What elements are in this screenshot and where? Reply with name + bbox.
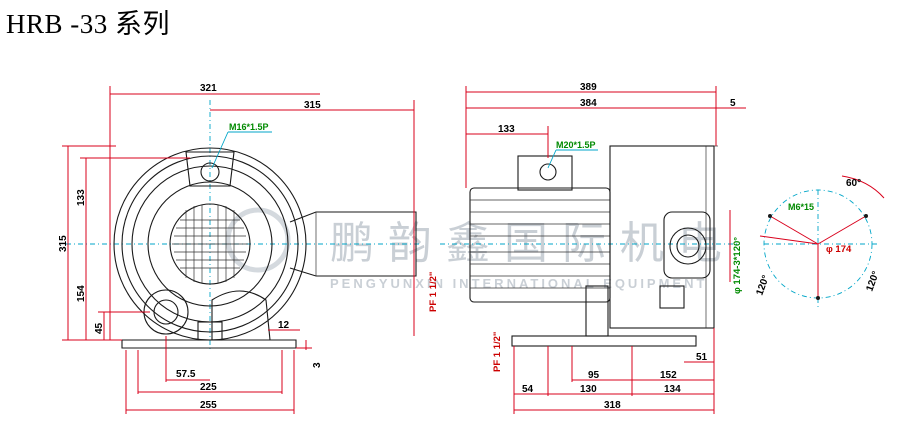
bolt-hole-1 — [768, 214, 772, 218]
dim-134: 134 — [664, 384, 681, 395]
side-support — [585, 285, 609, 337]
angle-120-left: 120° — [754, 274, 771, 297]
dim-315-top: 315 — [304, 100, 321, 111]
dim-152: 152 — [660, 370, 677, 381]
fan-cover — [169, 203, 251, 285]
flange-view: 60° M6*15 φ 174 120° 120° — [754, 175, 885, 310]
dim-389: 389 — [580, 82, 597, 93]
label-m6: M6*15 — [788, 202, 814, 212]
dim-133-side: 133 — [498, 124, 515, 135]
side-cable-gland — [539, 163, 557, 181]
foot-block — [197, 321, 223, 341]
dim-51: 51 — [696, 352, 708, 363]
angle-120-right: 120° — [864, 270, 881, 293]
dim-3: 3 — [312, 362, 323, 368]
dim-57-5: 57.5 — [176, 369, 196, 380]
side-flange-bore — [669, 227, 707, 265]
blower-head — [609, 145, 715, 329]
label-pcd: φ 174-3*120° — [732, 237, 743, 294]
dim-133: 133 — [76, 189, 87, 206]
housing-ring-3 — [147, 181, 273, 307]
fan-grill — [172, 205, 248, 283]
series-title: HRB -33 系列 — [6, 9, 171, 39]
inlet-port — [143, 289, 189, 335]
dim-130: 130 — [580, 384, 597, 395]
front-view: 321 315 315 133 154 45 12 3 57.5 225 255 — [58, 83, 439, 414]
dim-321: 321 — [200, 83, 217, 94]
watermark-cn: 鹏 韵 鑫 国 际 机 电 — [330, 218, 722, 269]
label-pf-left: PF 1 1/2" — [428, 272, 439, 312]
side-base — [511, 335, 697, 347]
base-foot — [121, 339, 297, 349]
label-m16: M16*1.5P — [229, 122, 269, 132]
side-view: 389 384 5 133 95 152 51 54 130 134 318 M… — [440, 82, 746, 414]
inlet-bore — [153, 299, 179, 325]
side-flange — [663, 211, 711, 279]
leader-m20 — [547, 149, 557, 169]
leader-m16 — [211, 131, 229, 169]
terminal-box — [185, 151, 235, 187]
side-terminal-box — [517, 155, 573, 191]
bolt-hole-2 — [864, 214, 868, 218]
dim-255: 255 — [200, 400, 217, 411]
bolt-hole-3 — [816, 296, 820, 300]
dim-318: 318 — [604, 400, 621, 411]
side-bracket — [659, 285, 685, 309]
muffler-housing — [211, 290, 271, 341]
cable-gland — [200, 162, 220, 182]
label-d174: φ 174 — [826, 244, 852, 255]
angle-arc-top — [841, 175, 885, 199]
outlet-pipe — [289, 211, 417, 277]
dim-95: 95 — [588, 370, 600, 381]
dim-5: 5 — [730, 98, 736, 109]
label-pf-side: PF 1 1/2" — [492, 332, 503, 372]
watermark-en: PENGYUNXIN INTERNATIONAL EQUIPMENT — [330, 276, 707, 291]
housing-ring-1 — [121, 155, 299, 333]
watermark: 鹏 韵 鑫 国 际 机 电 PENGYUNXIN INTERNATIONAL E… — [225, 207, 722, 291]
motor-fins — [470, 199, 610, 289]
dim-315-height: 315 — [58, 235, 69, 252]
watermark-logo — [225, 207, 291, 273]
dim-225: 225 — [200, 382, 217, 393]
angle-60: 60° — [846, 178, 861, 189]
dim-154: 154 — [76, 285, 87, 302]
dim-12: 12 — [278, 320, 290, 331]
dim-54: 54 — [522, 384, 534, 395]
label-m20: M20*1.5P — [556, 140, 596, 150]
dim-384: 384 — [580, 98, 597, 109]
dim-45: 45 — [94, 322, 105, 334]
